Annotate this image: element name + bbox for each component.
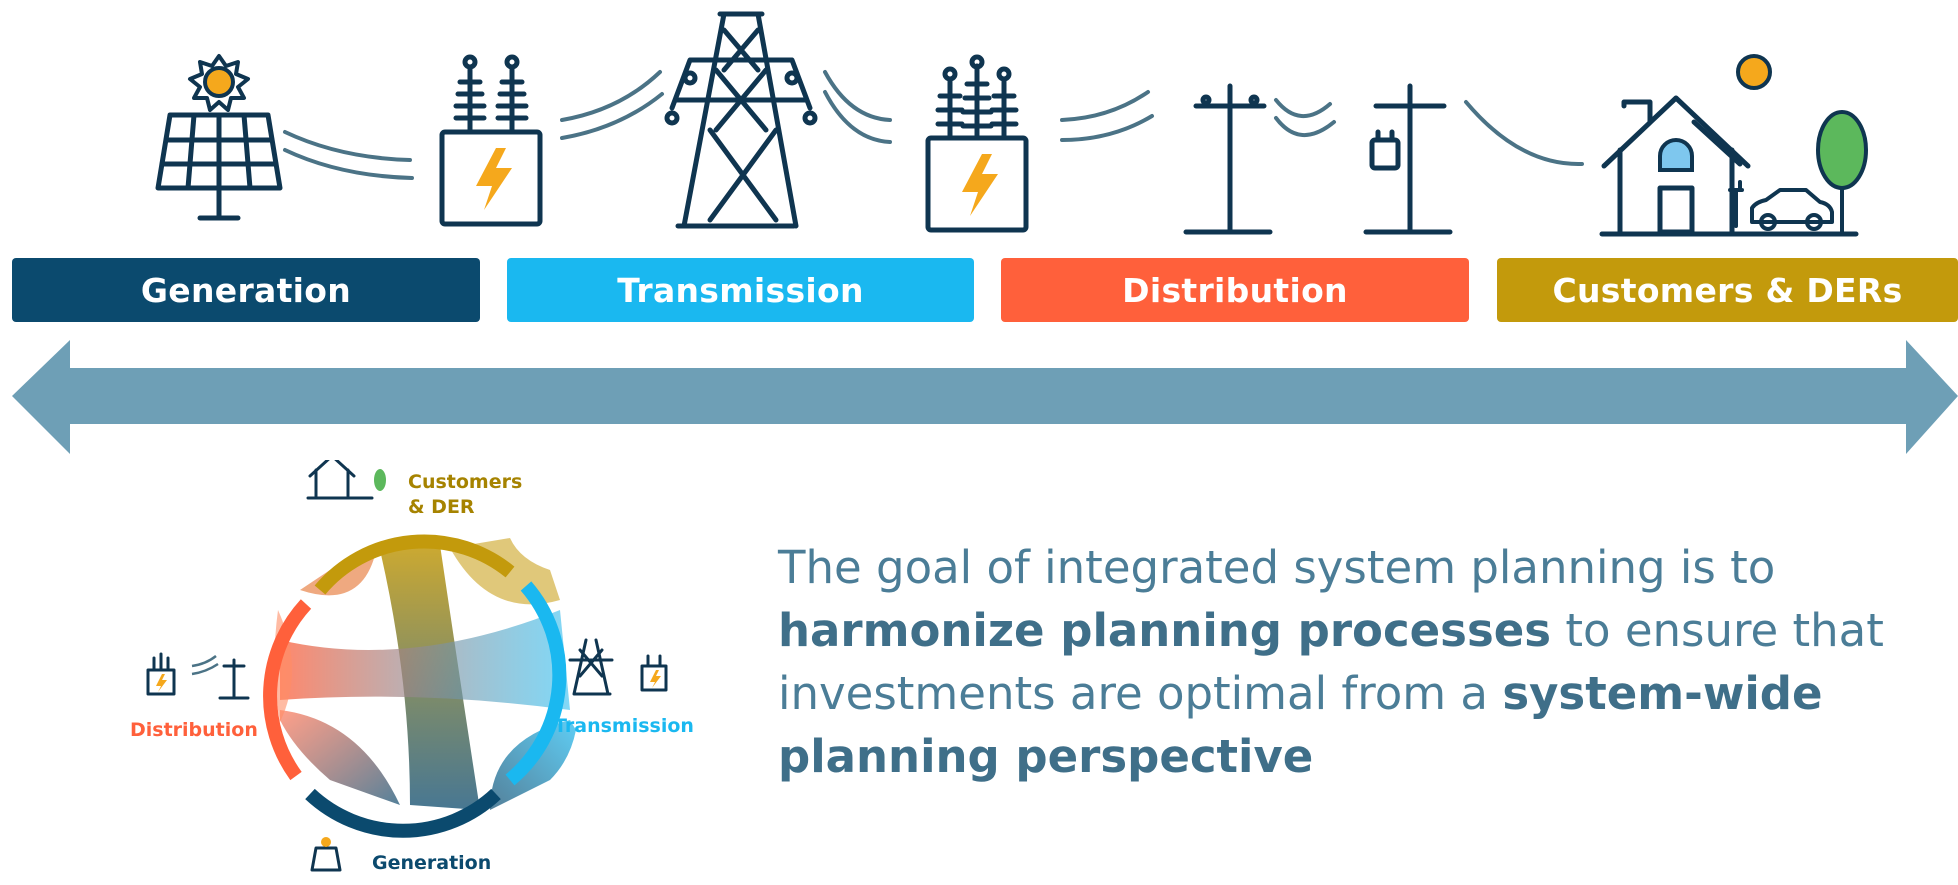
lightning-bolt-icon bbox=[476, 148, 512, 210]
sun-icon bbox=[188, 54, 250, 112]
small-tower-icon bbox=[568, 638, 614, 696]
small-wires-icon bbox=[191, 655, 219, 676]
chord-distribution-generation bbox=[280, 710, 400, 805]
small-pole-icon bbox=[218, 658, 250, 700]
wires-icon bbox=[1274, 98, 1336, 138]
solar-panel-icon bbox=[155, 112, 283, 221]
band-label-generation: Generation bbox=[140, 270, 352, 310]
arc-distribution bbox=[263, 599, 312, 781]
goal-text-part1: The goal of integrated system planning i… bbox=[778, 541, 1776, 594]
arc-customers bbox=[314, 534, 515, 595]
small-transformer-icon bbox=[146, 652, 176, 696]
goal-emphasis-system-wide: system-wide planning perspective bbox=[778, 667, 1823, 783]
chord-label-transmission: Transmission bbox=[554, 715, 694, 737]
wires-icon bbox=[560, 70, 664, 140]
step-down-transformer-icon bbox=[925, 54, 1029, 233]
lightning-bolt-icon bbox=[962, 154, 998, 216]
small-sun-icon bbox=[321, 837, 331, 847]
small-tree-icon bbox=[374, 469, 386, 491]
wires-icon bbox=[283, 130, 414, 180]
small-solar-panel-icon bbox=[310, 846, 342, 872]
band-label-distribution: Distribution bbox=[1122, 270, 1348, 310]
grid-icons-row bbox=[155, 11, 1868, 237]
sun-core-icon bbox=[203, 66, 235, 98]
band-label-transmission: Transmission bbox=[617, 270, 864, 310]
goal-emphasis-harmonize: harmonize planning processes bbox=[778, 604, 1552, 657]
band-distribution: Distribution bbox=[1001, 258, 1469, 322]
band-label-customers: Customers & DERs bbox=[1552, 270, 1903, 310]
chord-label-distribution: Distribution bbox=[130, 719, 258, 741]
goal-text-part2: to ensure that investments are optimal f… bbox=[778, 604, 1884, 720]
small-bolt-icon bbox=[650, 670, 661, 688]
chord-distribution-transmission bbox=[280, 610, 570, 710]
window-icon bbox=[1658, 138, 1694, 172]
wire-icon bbox=[1464, 100, 1584, 167]
chord-label-generation: Generation bbox=[372, 852, 492, 874]
band-customers: Customers & DERs bbox=[1497, 258, 1958, 322]
step-up-transformer-icon bbox=[439, 54, 543, 227]
chord-diagram bbox=[146, 460, 668, 872]
goal-statement: The goal of integrated system planning i… bbox=[778, 536, 1938, 788]
house-icon bbox=[1599, 95, 1859, 237]
chord-label-customers: Customers & DER bbox=[408, 471, 523, 518]
wires-icon bbox=[823, 70, 892, 144]
double-arrow-shape bbox=[12, 340, 1958, 454]
sun-icon bbox=[1736, 54, 1772, 90]
band-transmission: Transmission bbox=[507, 258, 974, 322]
small-bolt-icon bbox=[156, 674, 167, 692]
utility-pole-icon bbox=[1183, 83, 1273, 235]
utility-pole-transformer-icon bbox=[1363, 83, 1453, 235]
arc-transmission bbox=[505, 581, 567, 786]
electric-car-icon bbox=[1728, 180, 1834, 231]
wires-icon bbox=[1060, 90, 1154, 142]
tree-crown-icon bbox=[1816, 110, 1868, 190]
transmission-tower-icon bbox=[664, 11, 818, 229]
small-transformer-icon bbox=[640, 654, 668, 692]
band-generation: Generation bbox=[12, 258, 480, 322]
arc-generation bbox=[305, 788, 501, 838]
double-headed-arrow bbox=[12, 340, 1958, 454]
small-house-icon bbox=[306, 460, 374, 500]
